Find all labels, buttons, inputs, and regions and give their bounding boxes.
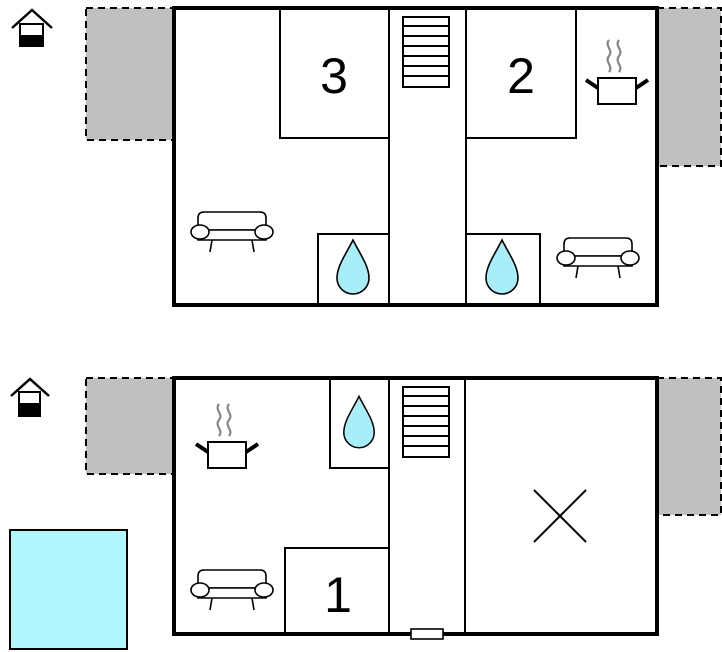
bathroom-left [317, 233, 390, 306]
room-number-3: 3 [320, 48, 348, 104]
stairs-icon [402, 385, 450, 459]
stairs-icon [402, 15, 450, 89]
bathroom-icon [485, 239, 519, 295]
bathroom-icon [336, 239, 370, 295]
upper-floor: 3 2 [11, 6, 722, 307]
floor-level-icon [10, 377, 50, 417]
pool-icon [9, 529, 128, 650]
terrace-left [85, 7, 175, 141]
ground-floor: 1 [9, 376, 722, 650]
door-icon [410, 628, 444, 640]
bathroom-icon [343, 395, 375, 449]
room-number-1: 1 [324, 567, 352, 623]
room-number-2: 2 [507, 48, 535, 104]
bathroom-right [465, 233, 541, 306]
kitchen-icon [584, 38, 650, 106]
terrace-right [656, 7, 722, 167]
kitchen-icon [194, 402, 260, 470]
sofa-icon [556, 237, 640, 279]
upper-outer-wall [172, 6, 659, 307]
floor-level-icon [11, 8, 53, 47]
terrace-right [656, 377, 722, 516]
terrace-left [85, 377, 175, 475]
cross-mark-icon [533, 489, 587, 543]
sofa-icon [190, 211, 274, 253]
bedroom-1 [284, 547, 390, 635]
sofa-icon [190, 569, 274, 611]
